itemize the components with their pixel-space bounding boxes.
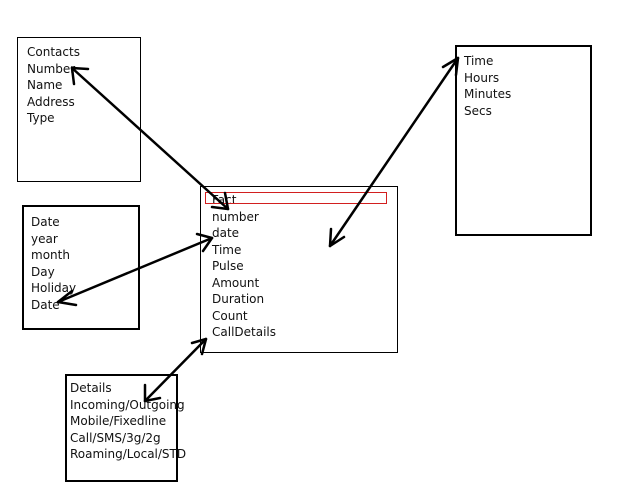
- date-field-holiday: Holiday: [31, 281, 77, 295]
- contacts-table-box: Contacts Number Name Address Type: [17, 37, 141, 182]
- fact-table-box: Fact number date Time Pulse Amount Durat…: [200, 186, 398, 353]
- date-table-box: Date year month Day Holiday Date: [22, 205, 140, 330]
- fact-field-pulse: Pulse: [212, 259, 244, 273]
- time-title: Time: [464, 54, 494, 68]
- details-field-incoming-outgoing: Incoming/Outgoing: [70, 397, 185, 412]
- details-field-mobile-fixedline: Mobile/Fixedline: [70, 414, 167, 428]
- date-field-year: year: [31, 231, 58, 246]
- connector-date-fact: [56, 232, 214, 307]
- details-field-call-sms: Call/SMS/3g/2g: [70, 430, 161, 445]
- date-field-date: Date: [31, 297, 60, 312]
- fact-field-duration: Duration: [212, 292, 265, 306]
- contacts-field-number: Number: [27, 61, 76, 76]
- time-field-hours: Hours: [464, 70, 500, 85]
- fact-field-date: date: [212, 226, 240, 240]
- contacts-title: Contacts: [27, 45, 80, 59]
- date-field-month: month: [31, 248, 70, 262]
- time-field-secs: Secs: [464, 103, 492, 118]
- fact-field-time: Time: [212, 242, 242, 257]
- connector-details-fact: [143, 337, 208, 403]
- date-field-day: Day: [31, 264, 55, 279]
- contacts-field-type: Type: [27, 111, 55, 125]
- time-field-minutes: Minutes: [464, 87, 512, 101]
- time-table-box: Time Hours Minutes Secs: [455, 45, 592, 236]
- details-table-box: Details Incoming/Outgoing Mobile/Fixedli…: [65, 374, 186, 482]
- fact-field-number: number: [212, 209, 259, 224]
- connector-contacts-fact: [70, 66, 230, 211]
- contacts-field-address: Address: [27, 94, 75, 109]
- fact-field-amount: Amount: [212, 275, 260, 290]
- date-title: Date: [31, 215, 60, 229]
- fact-field-count: Count: [212, 308, 248, 323]
- details-field-roaming: Roaming/Local/STD: [70, 447, 187, 461]
- fact-field-calldetails: CallDetails: [212, 325, 277, 339]
- details-title: Details: [70, 381, 112, 395]
- connector-time-fact: [328, 56, 460, 248]
- contacts-field-name: Name: [27, 78, 63, 92]
